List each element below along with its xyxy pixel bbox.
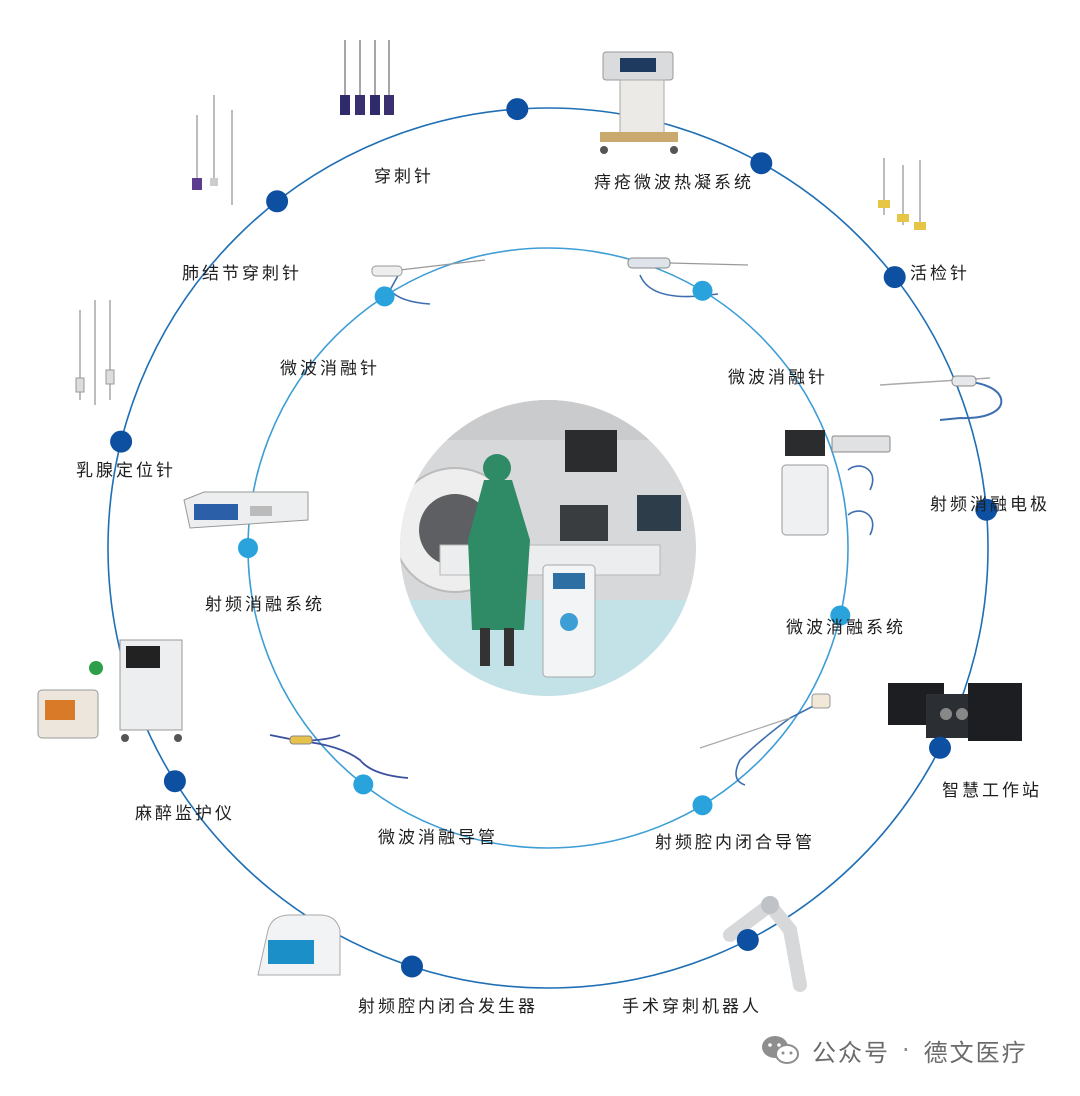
outer-ring xyxy=(107,107,989,989)
label-puncture-needle: 穿刺针 xyxy=(374,167,434,187)
rf-cavity-closure-catheter-icon xyxy=(699,693,831,786)
label-biopsy-needle: 活检针 xyxy=(910,264,970,284)
puncture-needle-icon xyxy=(340,40,394,115)
lung-nodule-puncture-needle-icon xyxy=(192,95,233,205)
inner-marker-rf-cavity-closure-catheter xyxy=(692,795,713,816)
wechat-icon xyxy=(762,1036,799,1064)
microwave-ablation-system-icon xyxy=(781,430,891,536)
watermark-separator: · xyxy=(902,1036,912,1064)
outer-ring-markers xyxy=(110,98,998,978)
label-rf-ablation-system: 射频消融系统 xyxy=(205,595,325,615)
rf-ablation-electrode-icon xyxy=(879,375,1003,421)
label-hemorrhoid-microwave-system: 痔疮微波热凝系统 xyxy=(594,173,754,193)
watermark-channel: 公众号 xyxy=(812,1038,890,1067)
outer-marker-lung-nodule-puncture-needle xyxy=(266,190,289,213)
outer-marker-surgical-puncture-robot xyxy=(736,929,759,951)
label-microwave-ablation-catheter: 微波消融导管 xyxy=(378,828,498,848)
outer-marker-hemorrhoid-microwave-system xyxy=(750,152,773,175)
label-rf-cavity-closure-catheter: 射频腔内闭合导管 xyxy=(655,833,815,853)
label-rf-cavity-closure-generator: 射频腔内闭合发生器 xyxy=(358,997,538,1017)
watermark-name: 德文医疗 xyxy=(923,1038,1028,1067)
outer-marker-rf-ablation-electrode xyxy=(975,498,998,521)
label-surgical-puncture-robot: 手术穿刺机器人 xyxy=(622,997,762,1017)
surgical-puncture-robot-icon xyxy=(723,895,807,992)
label-breast-localization-needle: 乳腺定位针 xyxy=(76,461,176,481)
outer-marker-smart-workstation xyxy=(929,736,951,759)
inner-marker-microwave-ablation-needle-left xyxy=(374,286,395,307)
biopsy-needle-icon xyxy=(878,158,926,230)
anesthesia-monitor-icon xyxy=(37,639,183,742)
watermark: 公众号 · 德文医疗 xyxy=(760,1030,1028,1070)
outer-marker-anesthesia-monitor xyxy=(163,770,186,793)
operating-room-scene-icon xyxy=(400,400,696,696)
inner-ring-markers xyxy=(238,280,851,816)
label-smart-workstation: 智慧工作站 xyxy=(942,781,1042,801)
label-microwave-ablation-system: 微波消融系统 xyxy=(786,618,906,638)
breast-localization-needle-icon xyxy=(75,300,115,405)
label-rf-ablation-electrode: 射频消融电极 xyxy=(930,495,1050,515)
microwave-ablation-needle-right-icon xyxy=(627,257,749,298)
inner-marker-microwave-ablation-system xyxy=(830,605,851,626)
outer-marker-biopsy-needle xyxy=(883,266,906,289)
inner-marker-microwave-ablation-catheter xyxy=(353,774,374,795)
label-lung-nodule-puncture-needle: 肺结节穿刺针 xyxy=(182,264,302,284)
label-microwave-ablation-needle-right: 微波消融针 xyxy=(728,368,828,388)
inner-marker-rf-ablation-system xyxy=(238,538,258,558)
rf-cavity-closure-generator-icon xyxy=(257,914,341,976)
label-anesthesia-monitor: 麻醉监护仪 xyxy=(135,804,235,824)
inner-marker-microwave-ablation-needle-right xyxy=(692,280,713,301)
rf-ablation-system-icon xyxy=(183,491,309,529)
smart-workstation-icon xyxy=(888,683,1022,741)
microwave-ablation-catheter-icon xyxy=(269,734,409,779)
outer-marker-breast-localization-needle xyxy=(110,430,133,453)
outer-marker-puncture-needle xyxy=(506,98,529,121)
outer-marker-rf-cavity-closure-generator xyxy=(401,955,423,978)
label-microwave-ablation-needle-left: 微波消融针 xyxy=(280,359,380,379)
hemorrhoid-microwave-system-icon xyxy=(600,51,678,154)
